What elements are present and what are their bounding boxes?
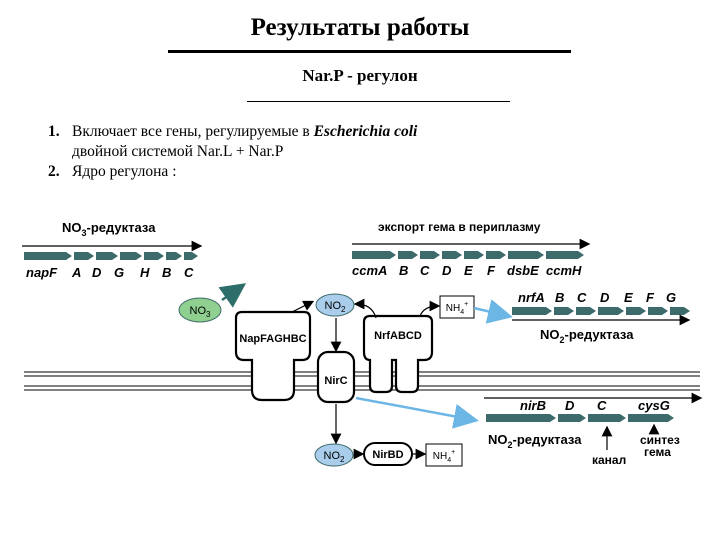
nirc-label: NirC	[324, 375, 347, 387]
gene-label: D	[565, 398, 575, 413]
nap-complex-shape	[234, 310, 312, 402]
no3-label: NO3	[190, 305, 212, 319]
gene-arrow	[420, 251, 440, 259]
arrow-nir-induction	[355, 396, 479, 429]
gene-label: B	[162, 265, 171, 280]
nrf-complex-shape	[362, 314, 434, 394]
gene-arrow	[184, 252, 198, 260]
gene-arrow	[670, 307, 690, 315]
nap-complex-label: NapFAGHBC	[239, 333, 306, 345]
gene-arrow	[626, 307, 646, 315]
gene-label: B	[399, 263, 408, 278]
list-number: 1.	[48, 123, 60, 140]
list-text-2: двойной системой Nar.L + Nar.P	[72, 143, 284, 160]
arrow-nap-induction	[218, 283, 247, 308]
subtitle-underline	[247, 101, 510, 102]
gene-arrow	[96, 252, 118, 260]
gene-label: dsbE	[507, 263, 539, 278]
gene-label: ccmA	[352, 263, 387, 278]
gene-arrow	[546, 251, 584, 259]
gene-arrow	[120, 252, 142, 260]
nrf-gene-labels: nrfA B C D E F G	[518, 290, 676, 305]
arrow-nrf-induction	[473, 299, 513, 324]
subtitle: Nar.P - регулон	[302, 66, 418, 85]
no3-substrate	[178, 297, 222, 323]
gene-arrow	[558, 414, 586, 422]
nh4-top-label: NH4+	[446, 301, 468, 316]
gene-label: nrfA	[518, 290, 545, 305]
gene-label: E	[464, 263, 473, 278]
gene-label: G	[666, 290, 676, 305]
nap-label: NO3-редуктаза	[62, 220, 156, 238]
gene-arrow	[74, 252, 94, 260]
gene-label: napF	[26, 265, 58, 280]
arrow-no3-to-no2	[291, 300, 315, 313]
list-item-1: 1. Включает все гены, регулируемые в Esch…	[48, 122, 417, 162]
gene-label: ccmH	[546, 263, 582, 278]
gene-label: B	[555, 290, 564, 305]
sintez-label-2: гема	[644, 445, 671, 459]
cell-membrane	[24, 371, 700, 391]
gene-arrow	[598, 307, 624, 315]
gene-arrow	[166, 252, 182, 260]
gene-label: F	[487, 263, 496, 278]
ccm-gene-labels: ccmA B C D E F dsbE ccmH	[352, 263, 582, 278]
gene-arrow	[442, 251, 462, 259]
gene-arrow	[464, 251, 484, 259]
gene-label: D	[92, 265, 102, 280]
gene-label: E	[624, 290, 633, 305]
nrf-gene-arrows	[512, 307, 690, 315]
nap-gene-arrows	[24, 252, 198, 260]
list-item-2: 2. Ядро регулона :	[48, 162, 177, 182]
gene-label: C	[597, 398, 607, 413]
nir-label: NO2-редуктаза	[488, 432, 582, 450]
list-text: Включает все гены, регулируемые в	[72, 123, 314, 140]
gene-arrow	[648, 307, 668, 315]
gene-label: D	[600, 290, 610, 305]
arrow-nrf-to-nh4	[419, 300, 441, 317]
no2-bottom-label: NO2	[324, 450, 346, 464]
list-number: 2.	[48, 163, 60, 180]
gene-label: nirB	[520, 398, 546, 413]
arrow-nrf-uptake	[353, 298, 377, 319]
list-text: Ядро регулона :	[72, 163, 177, 180]
gene-arrow	[512, 307, 552, 315]
gene-arrow	[352, 251, 396, 259]
nir-gene-arrows	[486, 414, 674, 422]
gene-label: cysG	[638, 398, 670, 413]
gene-arrow	[486, 414, 556, 422]
page-title: Результаты работы	[250, 14, 470, 41]
kanal-label: канал	[592, 453, 626, 467]
title-underline	[168, 50, 571, 53]
gene-label: H	[140, 265, 150, 280]
nh4-bottom-label: NH4+	[433, 449, 455, 464]
gene-arrow	[588, 414, 626, 422]
ccm-label: экспорт гема в периплазму	[378, 220, 541, 234]
nap-gene-labels: napF A D G H B C	[26, 265, 194, 280]
gene-arrow	[486, 251, 506, 259]
nrf-complex-label: NrfABCD	[374, 330, 422, 342]
list-species: Escherichia coli	[313, 123, 418, 140]
sintez-label-1: синтез	[640, 433, 680, 447]
gene-label: D	[442, 263, 452, 278]
gene-arrow	[554, 307, 574, 315]
ccm-gene-arrows	[352, 251, 584, 259]
nrf-label: NO2-редуктаза	[540, 327, 634, 345]
gene-label: C	[420, 263, 430, 278]
gene-label: C	[577, 290, 587, 305]
nirbd-label: NirBD	[372, 449, 403, 461]
gene-arrow	[144, 252, 164, 260]
gene-label: A	[71, 265, 81, 280]
gene-arrow	[628, 414, 674, 422]
nir-gene-labels: nirB D C cysG	[520, 398, 670, 413]
no2-top-label: NO2	[325, 300, 347, 314]
gene-label: C	[184, 265, 194, 280]
gene-label: G	[114, 265, 124, 280]
gene-arrow	[576, 307, 596, 315]
gene-arrow	[24, 252, 72, 260]
gene-arrow	[398, 251, 418, 259]
gene-label: F	[646, 290, 655, 305]
gene-arrow	[508, 251, 544, 259]
